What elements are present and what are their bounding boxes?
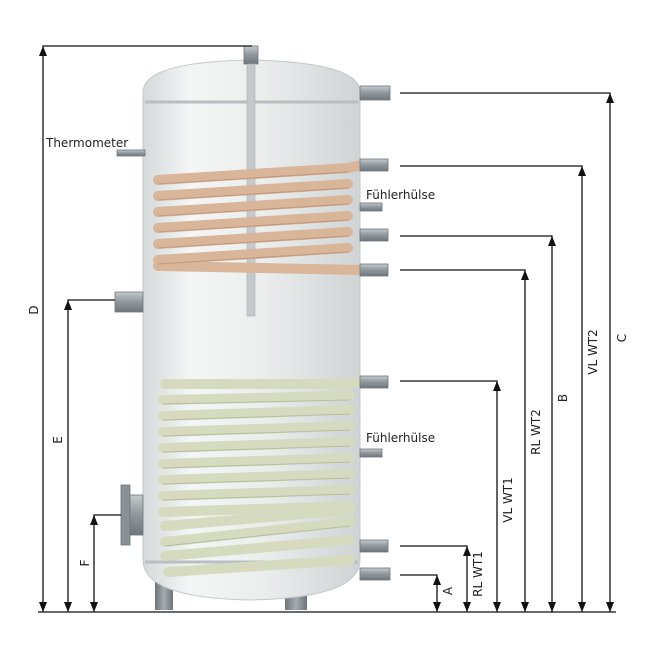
circulation-connection: [114, 291, 144, 313]
rl-wt1-connection: [359, 539, 389, 553]
hot-water-outlet: [359, 85, 391, 101]
lower-coil-shading: [162, 399, 351, 547]
sensor-sleeve-upper: [359, 202, 383, 212]
dimension-vl-wt2: [400, 165, 586, 612]
thermometer-connection: [116, 149, 146, 157]
dimension-d-label: D: [27, 305, 41, 314]
vl-wt1-connection: [359, 375, 389, 389]
dimension-e-label: E: [51, 436, 65, 444]
top-connection: [243, 45, 259, 65]
dimension-rl-wt2: [400, 269, 529, 612]
upper-coil-shading: [157, 171, 349, 265]
cold-water-inlet: [359, 567, 391, 581]
dimension-rl-wt1: [400, 545, 471, 612]
thermometer-label: Thermometer: [45, 136, 128, 150]
dimension-a-label: A: [441, 586, 455, 595]
dimension-f-label: F: [78, 559, 92, 566]
dimension-c-label: C: [615, 334, 629, 342]
dimension-vl-wt1: [400, 380, 501, 612]
dimension-vl-wt2-label: VL WT2: [586, 329, 600, 375]
sensor-sleeve-lower: [359, 448, 383, 458]
cleaning-flange: [120, 484, 144, 546]
dimension-b: [400, 235, 556, 612]
rl-wt2-connection: [359, 228, 389, 242]
dimension-rl-wt2-label: RL WT2: [529, 409, 543, 455]
sensor-sleeve-upper-label: Fühlerhülse: [366, 188, 435, 202]
dimension-c: [400, 92, 614, 612]
vl-wt2-connection: [359, 158, 389, 172]
lower-heat-exchanger-coil: [158, 376, 367, 577]
dimension-f: [90, 514, 121, 612]
dimension-rl-wt1-label: RL WT1: [471, 551, 485, 597]
dimension-vl-wt1-label: VL WT1: [501, 477, 515, 523]
dimension-e: [64, 299, 115, 612]
sensor-sleeve-lower-label: Fühlerhülse: [366, 431, 435, 445]
right-connections: [359, 85, 391, 581]
dimension-a: [400, 574, 441, 612]
dimension-b-label: B: [556, 394, 570, 402]
upper-heat-exchanger-coil: [153, 160, 367, 275]
dimension-d: [39, 45, 252, 612]
rl-wt2-lower-connection: [359, 263, 389, 277]
